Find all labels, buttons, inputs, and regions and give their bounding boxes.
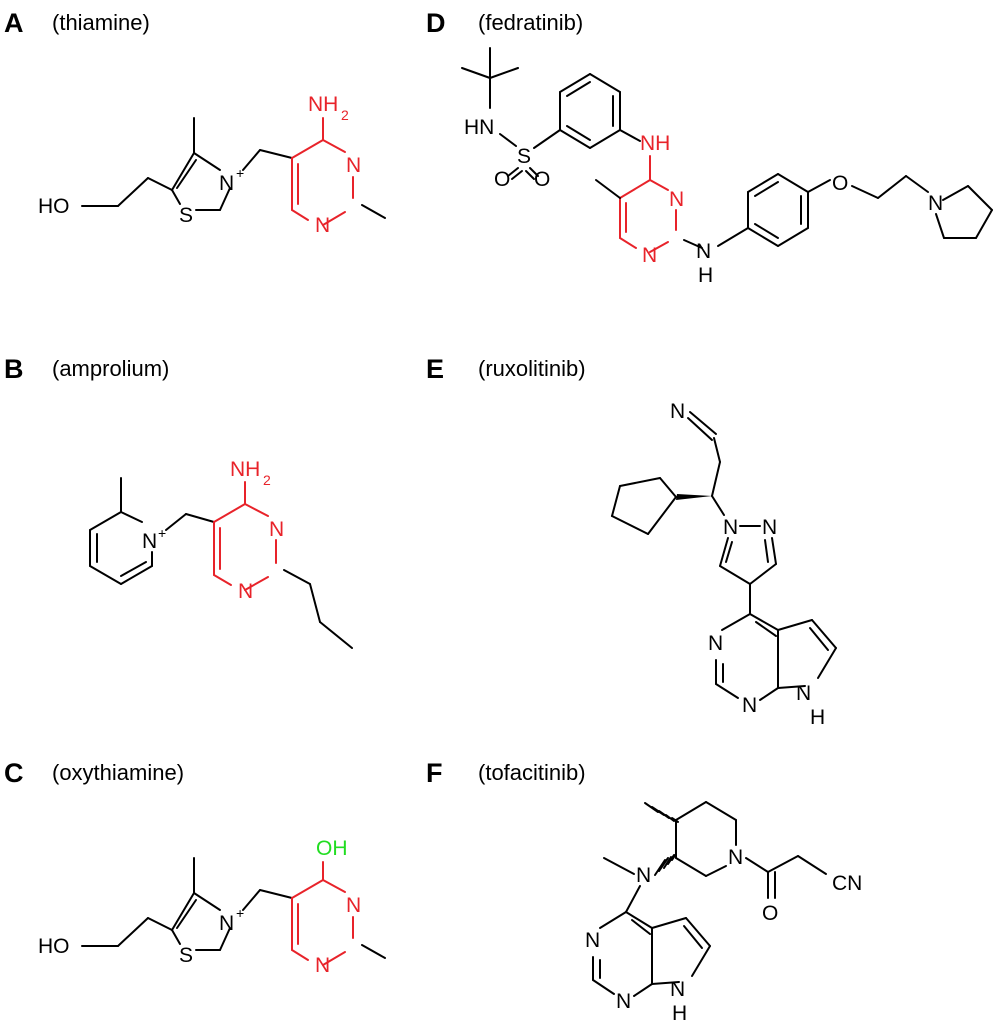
atom-amino: NH xyxy=(230,458,260,481)
atom-pyrimidine-n2: N xyxy=(742,694,757,717)
atom-nitrogen-plus: N xyxy=(219,912,234,935)
panel-a-letter: A xyxy=(4,8,24,38)
atom-ring-n1: N xyxy=(269,518,284,541)
panel-a: A (thiamine) HO S N + xyxy=(4,8,386,237)
panel-d-letter: D xyxy=(426,8,446,38)
atom-hydroxyl: HO xyxy=(38,195,70,218)
atom-sulfonamide-nh: HN xyxy=(464,116,494,139)
panel-e-letter: E xyxy=(426,354,444,384)
panel-f: F (tofacitinib) N xyxy=(426,758,862,1024)
atom-oxygen-2: O xyxy=(534,168,550,191)
atom-piperidine-n: N xyxy=(728,846,743,869)
panel-f-letter: F xyxy=(426,758,443,788)
panel-f-name: (tofacitinib) xyxy=(478,760,586,785)
atom-pyridinium-n: N xyxy=(142,530,157,553)
panel-e-name: (ruxolitinib) xyxy=(478,356,586,381)
atom-nitrogen-plus: N xyxy=(219,172,234,195)
charge-plus: + xyxy=(158,525,166,541)
atom-amine-n: N xyxy=(696,240,711,263)
panel-c-letter: C xyxy=(4,758,24,788)
panel-c: C (oxythiamine) HO S N + xyxy=(4,758,386,977)
atom-nitrile-cn: CN xyxy=(832,872,862,895)
atom-ether-o: O xyxy=(832,172,848,195)
atom-ring-n1: N xyxy=(669,188,684,211)
panel-d-name: (fedratinib) xyxy=(478,10,583,35)
hashed-methyl-bond xyxy=(644,802,679,823)
atom-sulfur: S xyxy=(179,944,193,967)
amino-subscript: 2 xyxy=(263,472,271,488)
atom-carbonyl-o: O xyxy=(762,902,778,925)
atom-amine-h: H xyxy=(698,264,713,287)
atom-pyrazole-n1: N xyxy=(723,516,738,539)
atom-pyrrole-n: N xyxy=(670,978,685,1001)
atom-sulfur: S xyxy=(517,145,531,168)
charge-plus: + xyxy=(236,165,244,181)
panel-b: B (amprolium) N + NH xyxy=(4,354,353,649)
panel-c-name: (oxythiamine) xyxy=(52,760,184,785)
atom-pyrimidine-n1: N xyxy=(708,632,723,655)
atom-pyrrolidine-n: N xyxy=(928,192,943,215)
thiamine-structure: HO S N + NH 2 xyxy=(38,93,386,237)
atom-methylamine-n: N xyxy=(636,864,651,887)
atom-hydroxyl-green: OH xyxy=(316,837,348,860)
panel-b-name: (amprolium) xyxy=(52,356,169,381)
atom-ring-n2: N xyxy=(238,580,253,603)
atom-anilino-nh: NH xyxy=(640,132,670,155)
atom-pyrazole-n2: N xyxy=(762,516,777,539)
oxythiamine-structure: HO S N + OH N N xyxy=(38,837,386,977)
charge-plus: + xyxy=(236,905,244,921)
atom-ring-n2: N xyxy=(315,214,330,237)
atom-pyrimidine-n2: N xyxy=(616,990,631,1013)
amino-subscript: 2 xyxy=(341,107,349,123)
ruxolitinib-structure: N N N N xyxy=(611,400,837,729)
atom-ring-n2: N xyxy=(642,244,657,267)
atom-ring-n1: N xyxy=(346,894,361,917)
panel-d: D (fedratinib) HN S O O xyxy=(426,8,993,287)
fedratinib-structure: HN S O O NH xyxy=(461,47,993,287)
panel-e: E (ruxolitinib) N N N xyxy=(426,354,837,729)
atom-pyrrole-n: N xyxy=(796,682,811,705)
tofacitinib-structure: N N O xyxy=(585,801,862,1024)
atom-sulfur: S xyxy=(179,204,193,227)
atom-pyrrole-h: H xyxy=(672,1002,687,1024)
atom-oxygen-1: O xyxy=(494,168,510,191)
hashed-amine-bond xyxy=(654,853,677,876)
panel-b-letter: B xyxy=(4,354,24,384)
atom-ring-n1: N xyxy=(346,154,361,177)
atom-pyrrole-h: H xyxy=(810,706,825,729)
atom-hydroxyl: HO xyxy=(38,935,70,958)
amprolium-structure: N + NH 2 N N xyxy=(89,458,353,649)
atom-ring-n2: N xyxy=(315,954,330,977)
atom-pyrimidine-n1: N xyxy=(585,929,600,952)
panel-a-name: (thiamine) xyxy=(52,10,150,35)
atom-nitrile-n: N xyxy=(670,400,685,423)
atom-amino: NH xyxy=(308,93,338,116)
